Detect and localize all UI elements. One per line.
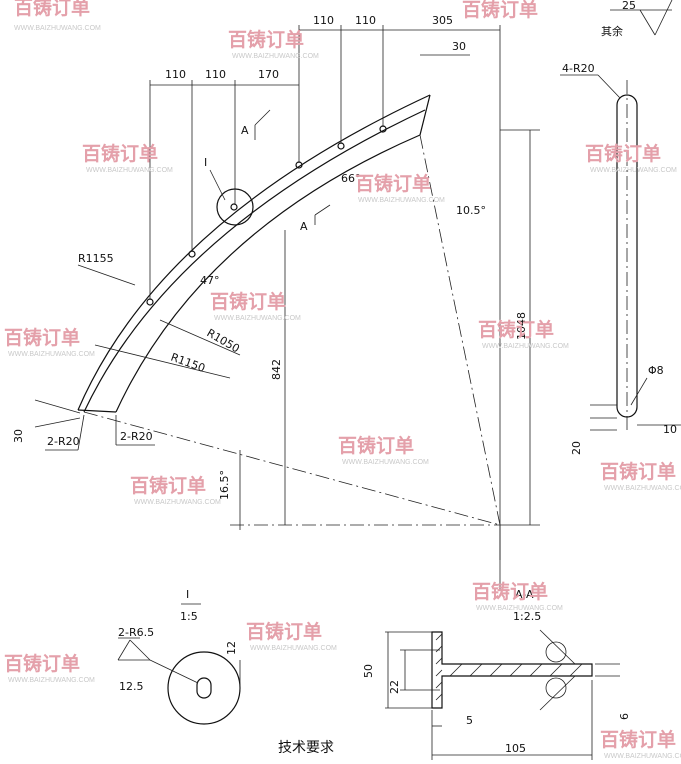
section-mark-a-top: A [241,124,249,137]
svg-text:百铸订单: 百铸订单 [600,460,676,483]
roughness-value: 25 [622,0,636,12]
fillet-right: 2-R20 [120,430,153,443]
svg-text:百铸订单: 百铸订单 [210,290,286,313]
angle-66: 66° [341,172,361,185]
svg-text:WWW.BAIZHUWANG.COM: WWW.BAIZHUWANG.COM [590,167,677,174]
top-dimensions [149,25,501,560]
side-dim-20: 20 [570,441,583,455]
watermark-2: 百铸订单 WWW.BAIZHUWANG.COM [228,28,319,60]
svg-text:WWW.BAIZHUWANG.COM: WWW.BAIZHUWANG.COM [604,753,681,760]
watermark-9: 百铸订单 WWW.BAIZHUWANG.COM [478,318,569,350]
svg-text:百铸订单: 百铸订单 [246,620,322,643]
svg-text:百铸订单: 百铸订单 [4,326,80,349]
svg-text:WWW.BAIZHUWANG.COM: WWW.BAIZHUWANG.COM [134,499,221,506]
dim-30: 30 [452,40,466,53]
angle-10-5: 10.5° [456,204,486,217]
dim-170: 170 [258,68,279,81]
watermark-14: 百铸订单 WWW.BAIZHUWANG.COM [246,620,337,652]
fillet-left: 2-R20 [47,435,80,448]
angle-16-5: 16.5° [218,470,231,500]
svg-text:WWW.BAIZHUWANG.COM: WWW.BAIZHUWANG.COM [342,459,429,466]
height-1048: 1048 [515,312,528,340]
roughness-note: 其余 [601,24,623,38]
svg-text:百铸订单: 百铸订单 [130,474,206,497]
radius-r1150: R1150 [169,351,207,375]
detail-mark-i: I [204,156,207,169]
side-fillet: 4-R20 [562,62,595,75]
section-dim-50: 50 [362,664,375,678]
section-mark-a-bottom: A [300,220,308,233]
side-dim-10: 10 [663,423,677,436]
svg-text:WWW.BAIZHUWANG.COM: WWW.BAIZHUWANG.COM [482,343,569,350]
svg-text:WWW.BAIZHUWANG.COM: WWW.BAIZHUWANG.COM [232,53,319,60]
height-842: 842 [270,359,283,380]
section-scale: 1:2.5 [513,610,541,623]
dim-110-c: 110 [313,14,334,27]
watermark-6: 百铸订单 WWW.BAIZHUWANG.COM [585,142,677,174]
svg-text:WWW.BAIZHUWANG.COM: WWW.BAIZHUWANG.COM [14,25,101,32]
section-title: A-A [515,588,534,601]
left-dim-30: 30 [12,429,25,443]
detail-roughness: 12.5 [119,680,144,693]
section-dim-6: 6 [618,713,631,720]
svg-text:WWW.BAIZHUWANG.COM: WWW.BAIZHUWANG.COM [214,315,301,322]
section-dim-22: 22 [388,680,401,694]
svg-text:WWW.BAIZHUWANG.COM: WWW.BAIZHUWANG.COM [358,197,445,204]
watermark-16: 百铸订单 WWW.BAIZHUWANG.COM [600,728,681,760]
watermark-11: 百铸订单 WWW.BAIZHUWANG.COM [130,474,221,506]
dim-110-a: 110 [165,68,186,81]
svg-text:百铸订单: 百铸订单 [14,0,90,19]
radius-r1155: R1155 [78,252,114,265]
watermark-8: 百铸订单 WWW.BAIZHUWANG.COM [4,326,95,358]
section-dim-105: 105 [505,742,526,755]
svg-text:百铸订单: 百铸订单 [355,172,431,195]
watermark-10: 百铸订单 WWW.BAIZHUWANG.COM [338,434,429,466]
svg-text:WWW.BAIZHUWANG.COM: WWW.BAIZHUWANG.COM [604,485,681,492]
detail-view [117,603,241,725]
detail-scale: 1:5 [180,610,198,623]
svg-text:WWW.BAIZHUWANG.COM: WWW.BAIZHUWANG.COM [8,677,95,684]
dim-110-b: 110 [205,68,226,81]
section-view [385,629,620,760]
svg-text:百铸订单: 百铸订单 [338,434,414,457]
radius-r1050: R1050 [205,326,242,355]
side-view [560,74,681,431]
detail-title: I [186,588,189,601]
watermark-13: 百铸订单 WWW.BAIZHUWANG.COM [472,580,563,612]
svg-text:百铸订单: 百铸订单 [4,652,80,675]
svg-text:WWW.BAIZHUWANG.COM: WWW.BAIZHUWANG.COM [8,351,95,358]
watermark-5: 百铸订单 WWW.BAIZHUWANG.COM [355,172,445,204]
detail-dim-12: 12 [225,641,238,655]
watermark-1: 百铸订单 WWW.BAIZHUWANG.COM [14,0,101,32]
svg-text:百铸订单: 百铸订单 [600,728,676,751]
section-dim-5: 5 [466,714,473,727]
dim-110-d: 110 [355,14,376,27]
watermark-12: 百铸订单 WWW.BAIZHUWANG.COM [600,460,681,492]
detail-slot: 2-R6.5 [118,626,154,639]
radius-leaders [34,109,331,451]
svg-text:WWW.BAIZHUWANG.COM: WWW.BAIZHUWANG.COM [86,167,173,174]
watermark-4: 百铸订单 WWW.BAIZHUWANG.COM [82,142,173,174]
svg-text:百铸订单: 百铸订单 [462,0,538,21]
centre-lines [83,129,540,590]
svg-text:百铸订单: 百铸订单 [585,142,661,165]
roughness-symbol [610,0,673,36]
svg-text:百铸订单: 百铸订单 [478,318,554,341]
svg-text:百铸订单: 百铸订单 [82,142,158,165]
side-hole: Φ8 [648,364,664,377]
watermark-3: 百铸订单 [462,0,538,21]
angle-47: 47° [200,274,220,287]
watermark-7: 百铸订单 WWW.BAIZHUWANG.COM [210,290,301,322]
watermark-15: 百铸订单 WWW.BAIZHUWANG.COM [4,652,95,684]
svg-text:WWW.BAIZHUWANG.COM: WWW.BAIZHUWANG.COM [476,605,563,612]
tech-req-heading: 技术要求 [278,740,334,756]
svg-text:WWW.BAIZHUWANG.COM: WWW.BAIZHUWANG.COM [250,645,337,652]
dim-305: 305 [432,14,453,27]
svg-text:百铸订单: 百铸订单 [472,580,548,603]
svg-text:百铸订单: 百铸订单 [228,28,304,51]
